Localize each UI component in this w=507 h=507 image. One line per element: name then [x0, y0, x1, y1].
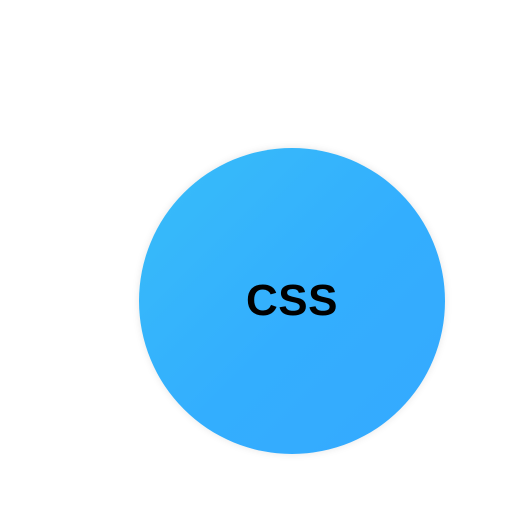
css-badge-label: CSS — [246, 276, 338, 325]
css-badge-circle: CSS — [139, 148, 445, 454]
